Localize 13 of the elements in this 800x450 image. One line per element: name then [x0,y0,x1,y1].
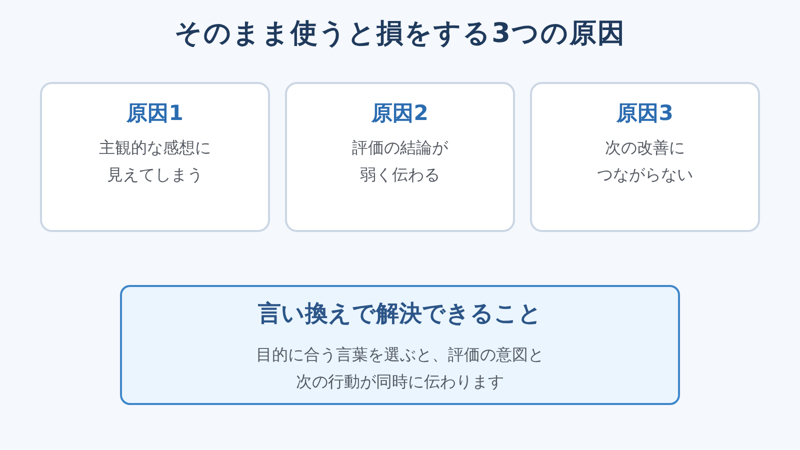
cause-card [285,82,515,232]
cause-card [40,82,270,232]
panel-text: 目的に合う言葉を選ぶと、評価の意図と次の行動が同時に伝わります [256,344,544,393]
card-text: 評価の結論が弱く伝わる [352,137,448,186]
panel-heading: 言い換えで解決できること [258,300,542,329]
page-title: そのまま使うと損をする3つの原因 [174,17,626,51]
card-heading: 原因1 [126,100,184,127]
card-text: 次の改善につながらない [597,137,693,186]
card-text: 主観的な感想に見えてしまう [99,137,211,186]
card-heading: 原因2 [372,100,428,127]
card-heading: 原因3 [616,100,674,127]
solution-panel [120,285,680,405]
cause-card [530,82,760,232]
